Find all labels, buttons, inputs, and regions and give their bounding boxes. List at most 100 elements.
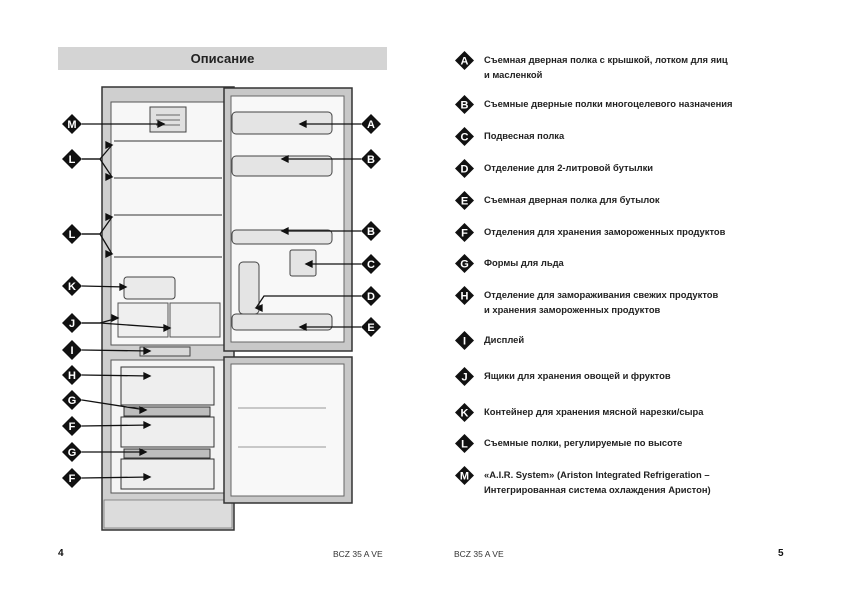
callout-badge-j: J [62, 313, 82, 333]
legend-line: Отделения для хранения замороженных прод… [484, 226, 726, 237]
callout-leader [82, 119, 166, 129]
ice-tray-2 [123, 448, 211, 459]
letter-badge-icon: B [455, 95, 474, 114]
legend-line: и масленкой [484, 69, 543, 80]
legend-item-j: J Ящики для хранения овощей и фруктов [455, 367, 784, 386]
legend-description: Подвесная полка [484, 128, 784, 143]
callout-letter: D [367, 291, 375, 303]
callout-leader [280, 154, 361, 164]
callout-badge-l: L [455, 434, 474, 453]
callout-badge-i: I [455, 331, 474, 350]
callout-letter: L [461, 439, 468, 451]
letter-badge-icon: M [455, 466, 474, 485]
legend-line: Контейнер для хранения мясной нарезки/сы… [484, 406, 704, 417]
vegetable-drawer-left [117, 302, 169, 338]
callout-letter: K [461, 408, 469, 420]
legend-line: и хранения замороженных продуктов [484, 304, 661, 315]
callout-letter: B [461, 100, 469, 112]
legend-description: Формы для льда [484, 255, 784, 270]
callout-badge-h: H [62, 365, 82, 385]
callout-badge-i: I [62, 340, 82, 360]
callout-leader [81, 420, 152, 430]
freezer-drawer-1 [120, 366, 215, 406]
callout-leader [298, 119, 361, 129]
legend-description: Ящики для хранения овощей и фруктов [484, 368, 784, 383]
callout-letter: B [367, 226, 375, 238]
legend-item-d: D Отделение для 2-литровой бутылки [455, 159, 784, 178]
callout-badge-a: A [455, 51, 474, 70]
callout-letter: L [69, 229, 76, 241]
legend-description: Съемная дверная полка для бутылок [484, 192, 784, 207]
legend-item-b: B Съемные дверные полки многоцелевого наз… [455, 95, 784, 114]
callout-letter: M [67, 119, 76, 131]
callout-letter: E [367, 322, 374, 334]
callout-letter: G [68, 447, 77, 459]
callout-badge-b: B [455, 95, 474, 114]
legend-item-i: I Дисплей [455, 331, 784, 350]
legend-item-k: K Контейнер для хранения мясной нарезки/с… [455, 403, 784, 422]
callout-leader [280, 226, 361, 236]
callout-letter: G [68, 395, 77, 407]
legend-description: Дисплей [484, 332, 784, 347]
legend-line: Съемная дверная полка для бутылок [484, 194, 660, 205]
callout-letter: G [460, 259, 469, 271]
callout-leader [81, 282, 128, 292]
legend-description: Отделение для замораживания свежих проду… [484, 287, 784, 317]
legend-description: Контейнер для хранения мясной нарезки/сы… [484, 404, 784, 419]
callout-letter: D [461, 164, 469, 176]
letter-badge-icon: F [455, 223, 474, 242]
legend-description: Отделение для 2-литровой бутылки [484, 160, 784, 175]
letter-badge-icon: K [455, 403, 474, 422]
callout-badge-j: J [455, 367, 474, 386]
model-label-left: BCZ 35 A VE [333, 549, 383, 559]
callout-leader [81, 346, 152, 356]
letter-badge-icon: I [455, 331, 474, 350]
legend-item-h: H Отделение для замораживания свежих прод… [455, 286, 784, 317]
legend-description: «A.I.R. System» (Ariston Integrated Refr… [484, 467, 784, 497]
callout-badge-g: G [455, 254, 474, 273]
callout-leader [82, 447, 148, 457]
page-number-left: 4 [58, 548, 64, 559]
callout-letter: C [367, 259, 375, 271]
callout-badge-h: H [455, 286, 474, 305]
legend-item-f: F Отделения для хранения замороженных про… [455, 223, 784, 242]
legend-item-c: C Подвесная полка [455, 127, 784, 146]
callout-leader [82, 140, 114, 182]
callout-badge-b: B [361, 149, 381, 169]
callout-letter: K [68, 281, 76, 293]
model-label-right: BCZ 35 A VE [454, 549, 504, 559]
callout-badge-k: K [62, 276, 82, 296]
letter-badge-icon: C [455, 127, 474, 146]
callout-badge-a: A [361, 114, 381, 134]
legend-line: Ящики для хранения овощей и фруктов [484, 370, 671, 381]
legend-line: Съемные полки, регулируемые по высоте [484, 437, 683, 448]
legend-item-e: E Съемная дверная полка для бутылок [455, 191, 784, 210]
legend-description: Съемные дверные полки многоцелевого назн… [484, 96, 784, 111]
callout-badge-l: L [62, 224, 82, 244]
legend-description: Съемная дверная полка с крышкой, лотком … [484, 52, 784, 82]
callout-letter: F [461, 228, 468, 240]
legend-line: Съемные дверные полки многоцелевого назн… [484, 98, 733, 109]
callout-letter: B [367, 154, 375, 166]
callout-badge-f: F [62, 468, 82, 488]
legend-item-a: A Съемная дверная полка с крышкой, лотком… [455, 51, 784, 82]
legend-item-l: L Съемные полки, регулируемые по высоте [455, 434, 784, 453]
callout-leader [82, 212, 114, 259]
letter-badge-icon: J [455, 367, 474, 386]
page-number-right: 5 [778, 548, 784, 559]
callout-letter: J [461, 372, 467, 384]
legend-line: Подвесная полка [484, 130, 565, 141]
fridge-shelves [114, 140, 222, 258]
callout-leader [304, 259, 361, 269]
legend-item-g: G Формы для льда [455, 254, 784, 273]
callout-letter: A [461, 56, 469, 68]
callout-badge-e: E [361, 317, 381, 337]
callout-badge-m: M [455, 466, 474, 485]
callout-badge-l: L [62, 149, 82, 169]
callout-badge-f: F [455, 223, 474, 242]
legend-line: «A.I.R. System» (Ariston Integrated Refr… [484, 469, 710, 480]
callout-badge-e: E [455, 191, 474, 210]
legend-item-m: M «A.I.R. System» (Ariston Integrated Ref… [455, 466, 784, 497]
callout-badge-k: K [455, 403, 474, 422]
